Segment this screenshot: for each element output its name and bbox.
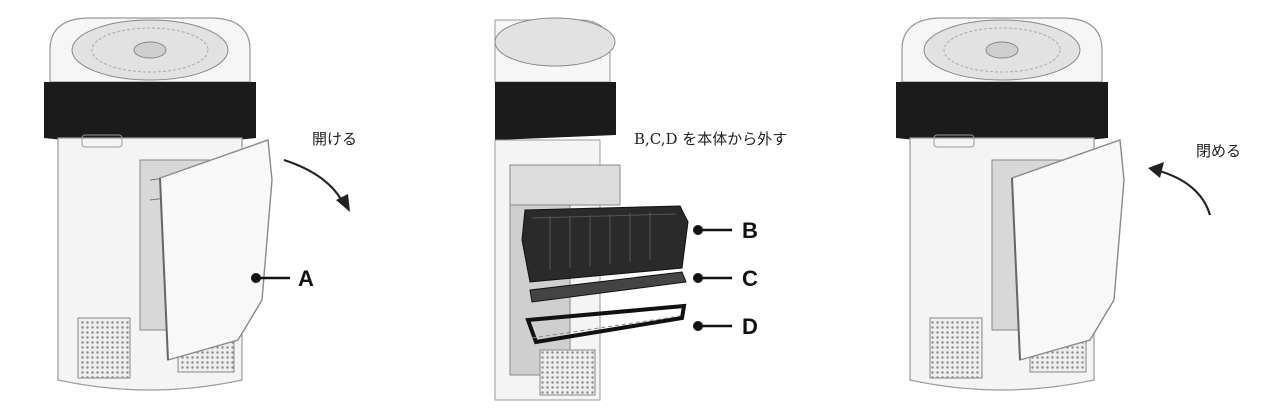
open-caption: 開ける [312,130,358,148]
purifier-filters-illustration [494,17,732,401]
step-remove-panel: B,C,D を本体から外す B C D [470,0,870,414]
part-label-d: D [742,314,758,339]
step-close-panel: 閉める [880,0,1280,414]
remove-caption: B,C,D を本体から外す [634,130,788,148]
part-label-b: B [742,218,758,243]
part-label-a: A [298,266,314,291]
step-open-panel: 開ける A [0,0,430,414]
purifier-open-illustration [44,17,350,391]
close-caption: 閉める [1196,142,1242,160]
part-label-c: C [742,266,758,291]
purifier-close-illustration [896,17,1212,391]
